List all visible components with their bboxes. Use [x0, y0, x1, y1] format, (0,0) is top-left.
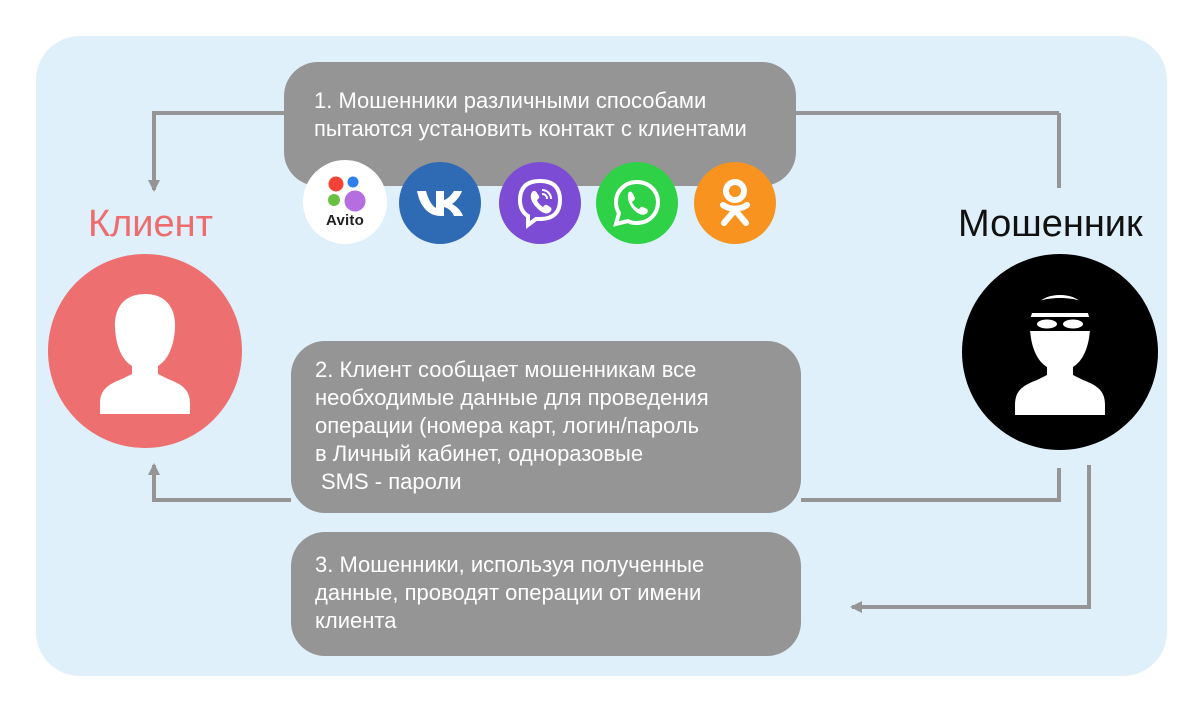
step-2-box: 2. Клиент сообщает мошенникам все необхо… — [291, 341, 801, 513]
step-3-line-1: 3. Мошенники, используя полученные — [315, 552, 705, 577]
vk-logo-icon — [399, 162, 481, 244]
avito-dots-icon — [328, 176, 366, 212]
vk-glyph-icon — [417, 191, 463, 216]
ok-glyph-icon — [720, 179, 750, 226]
step-2-line-5: SMS - пароли — [321, 469, 462, 494]
arrow-step1-to-client — [148, 111, 284, 192]
step-3-line-3: клиента — [315, 608, 397, 633]
arrow-fraudster-to-step3 — [850, 465, 1091, 613]
step-2-line-1: 2. Клиент сообщает мошенникам все — [315, 357, 697, 382]
step-2-line-4: в Личный кабинет, одноразовые — [315, 441, 644, 466]
user-icon — [100, 294, 190, 414]
viber-glyph-icon — [517, 178, 563, 229]
whatsapp-glyph-icon — [613, 179, 661, 227]
arrow-fraudster-to-step2 — [801, 468, 1061, 502]
step-2-line-2: необходимые данные для проведения — [315, 385, 709, 410]
step-1-line-1: 1. Мошенники различными способами — [314, 88, 707, 113]
client-label: Клиент — [88, 203, 214, 245]
step-1-box: 1. Мошенники различными способами пытают… — [284, 62, 796, 186]
step-2-line-3: операции (номера карт, логин/пароль — [315, 413, 700, 438]
whatsapp-logo-icon — [596, 162, 678, 244]
step-1-line-2: пытаются установить контакт с клиентами — [314, 116, 747, 141]
masked-user-icon — [1015, 295, 1105, 415]
odnoklassniki-logo-icon — [694, 162, 776, 244]
fraudster-avatar — [962, 254, 1158, 450]
arrow-step2-to-client — [148, 463, 291, 502]
step-3-line-2: данные, проводят операции от имени — [315, 580, 702, 605]
fraudster-label: Мошенник — [958, 203, 1143, 245]
viber-logo-icon — [499, 162, 581, 244]
step-3-box: 3. Мошенники, используя полученные данны… — [291, 532, 801, 656]
client-avatar — [48, 254, 242, 448]
avito-logo-icon: Avito — [303, 160, 387, 244]
avito-wordmark: Avito — [326, 212, 364, 229]
